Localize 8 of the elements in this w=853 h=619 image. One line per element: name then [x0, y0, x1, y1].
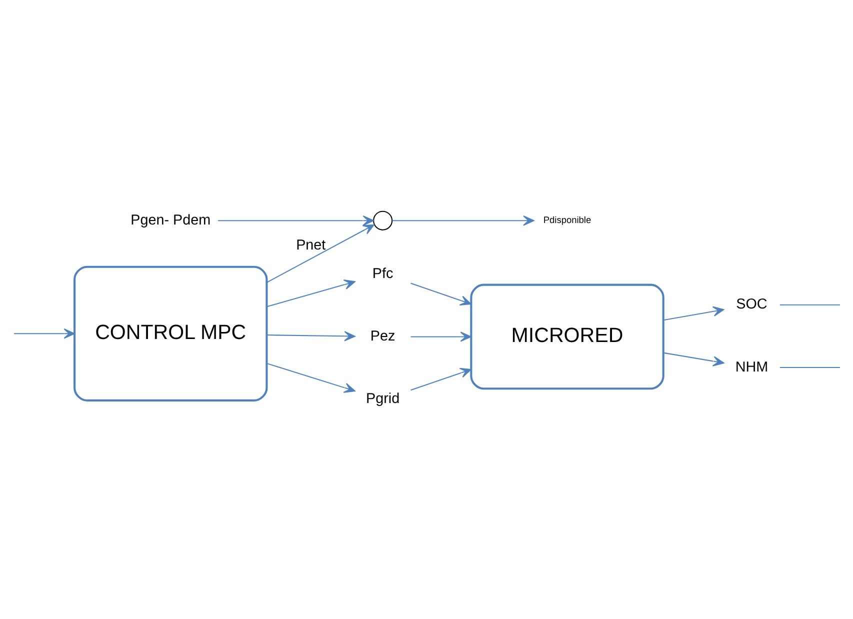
node-text: SOC — [736, 296, 767, 312]
node-text: NHM — [734, 358, 768, 375]
node-text: Pfc — [372, 265, 393, 282]
edge-label: Pnet — [296, 237, 326, 254]
node-text: Pdisponible — [542, 214, 591, 224]
node-text: Pgen- Pdem — [130, 212, 210, 228]
node-text: Pgrid — [366, 390, 400, 407]
node-text: Pez — [370, 328, 395, 344]
